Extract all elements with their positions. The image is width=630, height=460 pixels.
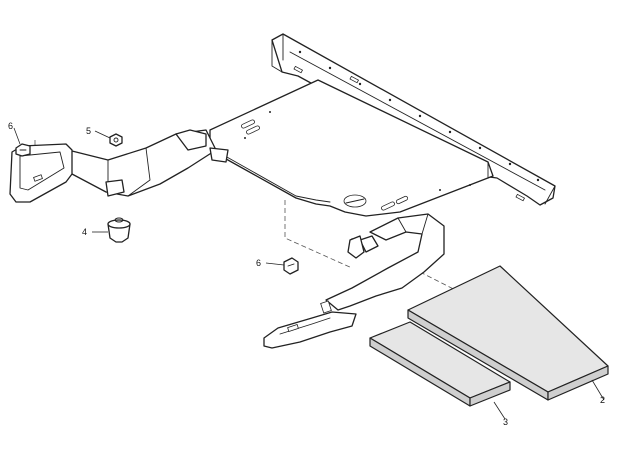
right-handle	[263, 300, 357, 349]
pad-large	[407, 265, 609, 401]
left-handle	[9, 143, 73, 203]
base-plate	[209, 79, 494, 217]
rubber-bumper	[107, 217, 131, 243]
callout-2: 2	[600, 395, 605, 405]
under-bracket	[347, 235, 365, 259]
callout-4: 4	[82, 227, 87, 237]
callout-5: 5	[86, 126, 91, 136]
callout-3: 3	[503, 417, 508, 427]
hex-nut	[109, 133, 123, 147]
leader-lines	[13, 127, 605, 420]
left-tube-frame	[67, 129, 229, 197]
clip-upper-left	[15, 143, 31, 157]
callout-6-upper-left: 6	[8, 121, 13, 131]
clip-center	[283, 257, 299, 275]
pad-small	[369, 321, 511, 407]
callout-6-center: 6	[256, 258, 261, 268]
right-tube-frame	[325, 213, 445, 311]
